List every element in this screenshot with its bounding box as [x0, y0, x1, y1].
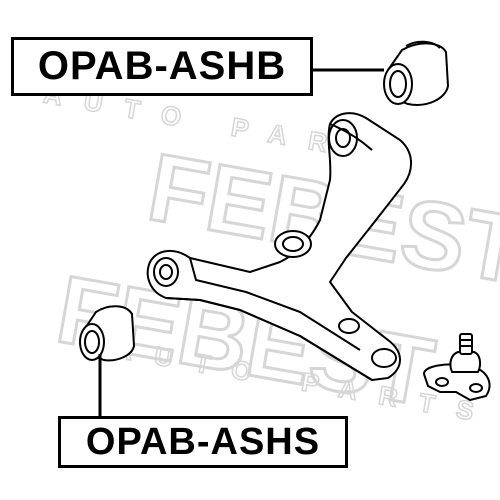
part-number-label-bottom: OPAB-ASHS	[58, 416, 348, 468]
ball-joint-drawing	[423, 333, 491, 401]
part-number-text: OPAB-ASHS	[85, 420, 321, 463]
leader-lines	[98, 68, 384, 416]
part-number-label-top: OPAB-ASHB	[11, 37, 313, 96]
control-arm-drawing	[146, 112, 412, 381]
part-number-text: OPAB-ASHB	[37, 44, 287, 88]
bushing-top-drawing	[383, 40, 450, 106]
bushing-bottom-drawing	[79, 305, 136, 362]
